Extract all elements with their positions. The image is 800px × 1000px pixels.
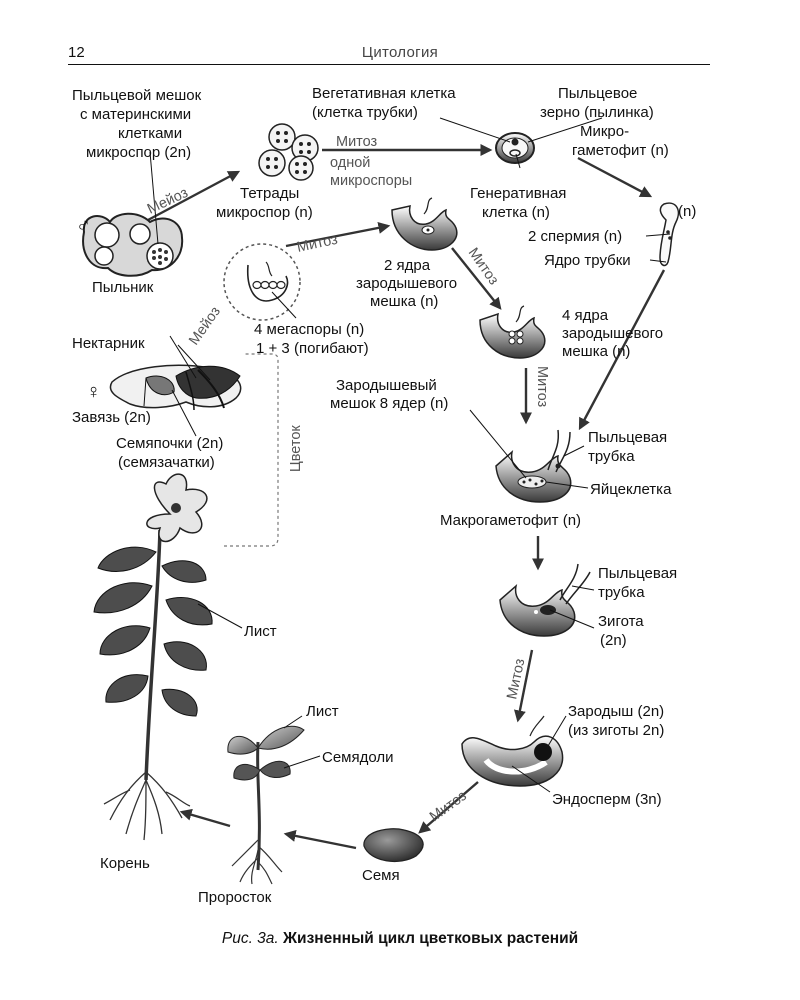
label-ovules: Семяпочки (2n) (семязачатки) bbox=[116, 435, 228, 471]
male-symbol: ♂ bbox=[76, 215, 91, 237]
four-nuclei-sac-drawing bbox=[479, 305, 546, 359]
flower-bracket bbox=[224, 353, 279, 547]
embryo-endosperm-drawing bbox=[461, 715, 564, 787]
label-tetrads: Тетрады микроспор (n) bbox=[216, 185, 313, 221]
female-symbol: ♀ bbox=[86, 381, 101, 403]
label-mitosis-one-microspore: одной микроспоры bbox=[330, 155, 412, 189]
arrow-meiosis-anther bbox=[147, 170, 241, 222]
sprout-drawing bbox=[227, 725, 305, 885]
leader-lines bbox=[143, 117, 671, 793]
running-header: Цитология bbox=[361, 44, 439, 61]
label-megaspores: 4 мегаспоры (n) 1 + 3 (погибают) bbox=[254, 321, 369, 357]
label-tube-nucleus: Ядро трубки bbox=[544, 252, 631, 269]
caption-text: Жизненный цикл цветковых растений bbox=[283, 930, 579, 947]
megagametophyte-drawing bbox=[495, 429, 572, 503]
label-endosperm: Эндосперм (3n) bbox=[552, 791, 662, 808]
header-rule bbox=[68, 64, 710, 65]
arrow-label-mitosis-megaspore: Митоз bbox=[296, 232, 340, 256]
arrow-label-mitosis-two-nuclei: Митоз bbox=[465, 245, 502, 288]
label-two-nuclei: 2 ядра зародышевого мешка (n) bbox=[356, 257, 461, 310]
label-anther: Пыльник bbox=[92, 279, 154, 296]
cycle-arrows bbox=[147, 144, 666, 850]
arrow-sprout-to-plant bbox=[179, 808, 231, 828]
label-nectary: Нектарник bbox=[72, 335, 145, 352]
plant-drawing bbox=[93, 473, 213, 841]
anther-drawing bbox=[82, 212, 184, 277]
label-pollen-grain: Пыльцевое зерно (пылинка) Микро- гаметоф… bbox=[540, 85, 669, 159]
label-root: Корень bbox=[100, 855, 150, 872]
arrow-labels: Мейоз Митоз Митоз Мейоз Митоз Митоз Мито… bbox=[145, 134, 550, 825]
caption-number: Рис. 3а. bbox=[221, 930, 279, 947]
tetrads-drawing bbox=[258, 123, 319, 181]
zygote-sac-drawing bbox=[499, 563, 591, 637]
arrow-label-mitosis-zygote: Митоз bbox=[504, 657, 528, 701]
arrow-label-meiosis-anther: Мейоз bbox=[145, 185, 191, 218]
label-generative-cell: Генеративная клетка (n) bbox=[470, 185, 571, 221]
label-pollen-tube-2: Пыльцевая трубка bbox=[598, 565, 681, 601]
label-cotyledons: Семядоли bbox=[322, 749, 394, 766]
label-egg-cell: Яйцеклетка bbox=[590, 481, 672, 498]
page-number: 12 bbox=[68, 44, 85, 61]
label-four-nuclei: 4 ядра зародышевого мешка (n) bbox=[562, 307, 667, 360]
label-seed: Семя bbox=[362, 867, 400, 884]
megaspore-drawing bbox=[223, 243, 301, 321]
label-embryo: Зародыш (2n) (из зиготы 2n) bbox=[568, 703, 668, 739]
label-vegetative-cell: Вегетативная клетка (клетка трубки) bbox=[312, 85, 460, 121]
figure-caption: Рис. 3а. Жизненный цикл цветковых растен… bbox=[0, 930, 800, 948]
seed-drawing bbox=[363, 828, 424, 863]
arrow-mitosis-two-nuclei bbox=[451, 247, 502, 310]
arrow-label-mitosis-four-nuclei: Митоз bbox=[534, 366, 550, 408]
label-pollen-tube-n: (n) bbox=[678, 203, 696, 220]
label-flower: Цветок bbox=[288, 425, 304, 472]
arrow-label-mitosis-seed: Митоз bbox=[427, 788, 470, 825]
arrow-mitosis-seed bbox=[418, 781, 479, 834]
arrow-mitosis-zygote bbox=[513, 649, 534, 723]
label-pollen-tube-1: Пыльцевая трубка bbox=[588, 429, 671, 465]
pollen-grain-drawing bbox=[495, 132, 535, 164]
arrow-pollination bbox=[578, 269, 666, 431]
arrow-mitosis-megaspore bbox=[285, 221, 391, 248]
arrow-seed-to-sprout bbox=[283, 829, 357, 850]
label-zygote: Зигота (2n) bbox=[598, 613, 648, 649]
label-megagametophyte: Макрогаметофит (n) bbox=[440, 512, 581, 529]
label-sprout: Проросток bbox=[198, 889, 272, 906]
two-nuclei-sac-drawing bbox=[391, 197, 458, 251]
arrow-to-pollen-tube bbox=[577, 156, 653, 198]
label-leaf-plant: Лист bbox=[244, 623, 277, 640]
arrow-label-mitosis-microspore: Митоз bbox=[336, 134, 378, 150]
label-two-sperm: 2 спермия (n) bbox=[528, 228, 622, 245]
label-embryo-sac: Зародышевый мешок 8 ядер (n) bbox=[330, 377, 448, 412]
label-leaf-sprout: Лист bbox=[306, 703, 339, 720]
label-ovary: Завязь (2n) bbox=[72, 409, 151, 426]
arrow-label-meiosis-ovule: Мейоз bbox=[186, 304, 224, 349]
flower-section-drawing bbox=[109, 364, 242, 411]
labels: Пыльцевой мешок с материнскими клетками … bbox=[72, 85, 696, 906]
label-pollen-sac: Пыльцевой мешок с материнскими клетками … bbox=[72, 87, 205, 161]
